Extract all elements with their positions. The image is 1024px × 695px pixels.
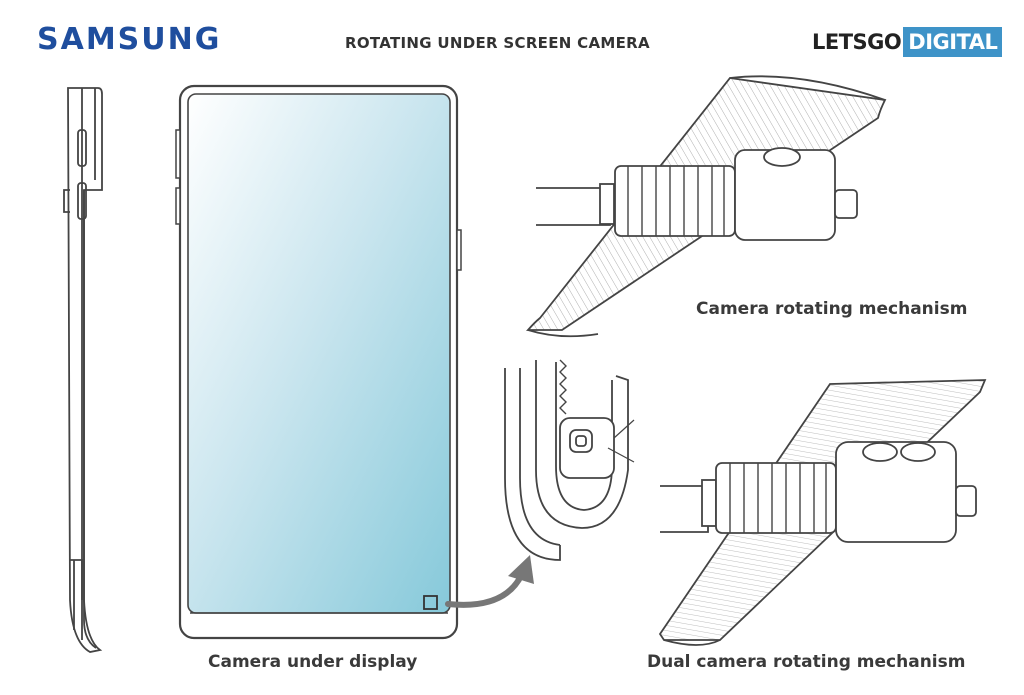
phone-side-view: [63, 87, 103, 653]
caption-camera-rotating-mechanism: Camera rotating mechanism: [696, 299, 968, 319]
dual-camera-rotating-mechanism-illustration: [658, 379, 987, 646]
samsung-logo: SAMSUNG: [37, 22, 222, 57]
arrow-icon: [445, 555, 534, 608]
camera-rotating-mechanism-illustration: [526, 75, 887, 338]
under-display-camera-marker: [423, 595, 438, 610]
caption-dual-camera-rotating-mechanism: Dual camera rotating mechanism: [647, 652, 966, 672]
letsgodigital-logo: LETSGO DIGITAL: [812, 27, 1003, 57]
diagram-title: ROTATING UNDER SCREEN CAMERA: [345, 34, 650, 52]
logo-part-digital: DIGITAL: [903, 27, 1003, 57]
caption-camera-under-display: Camera under display: [208, 652, 418, 672]
logo-part-letsgo: LETSGO: [812, 30, 902, 54]
camera-cross-section-illustration: [504, 359, 635, 561]
phone-front-view: [175, 84, 462, 640]
